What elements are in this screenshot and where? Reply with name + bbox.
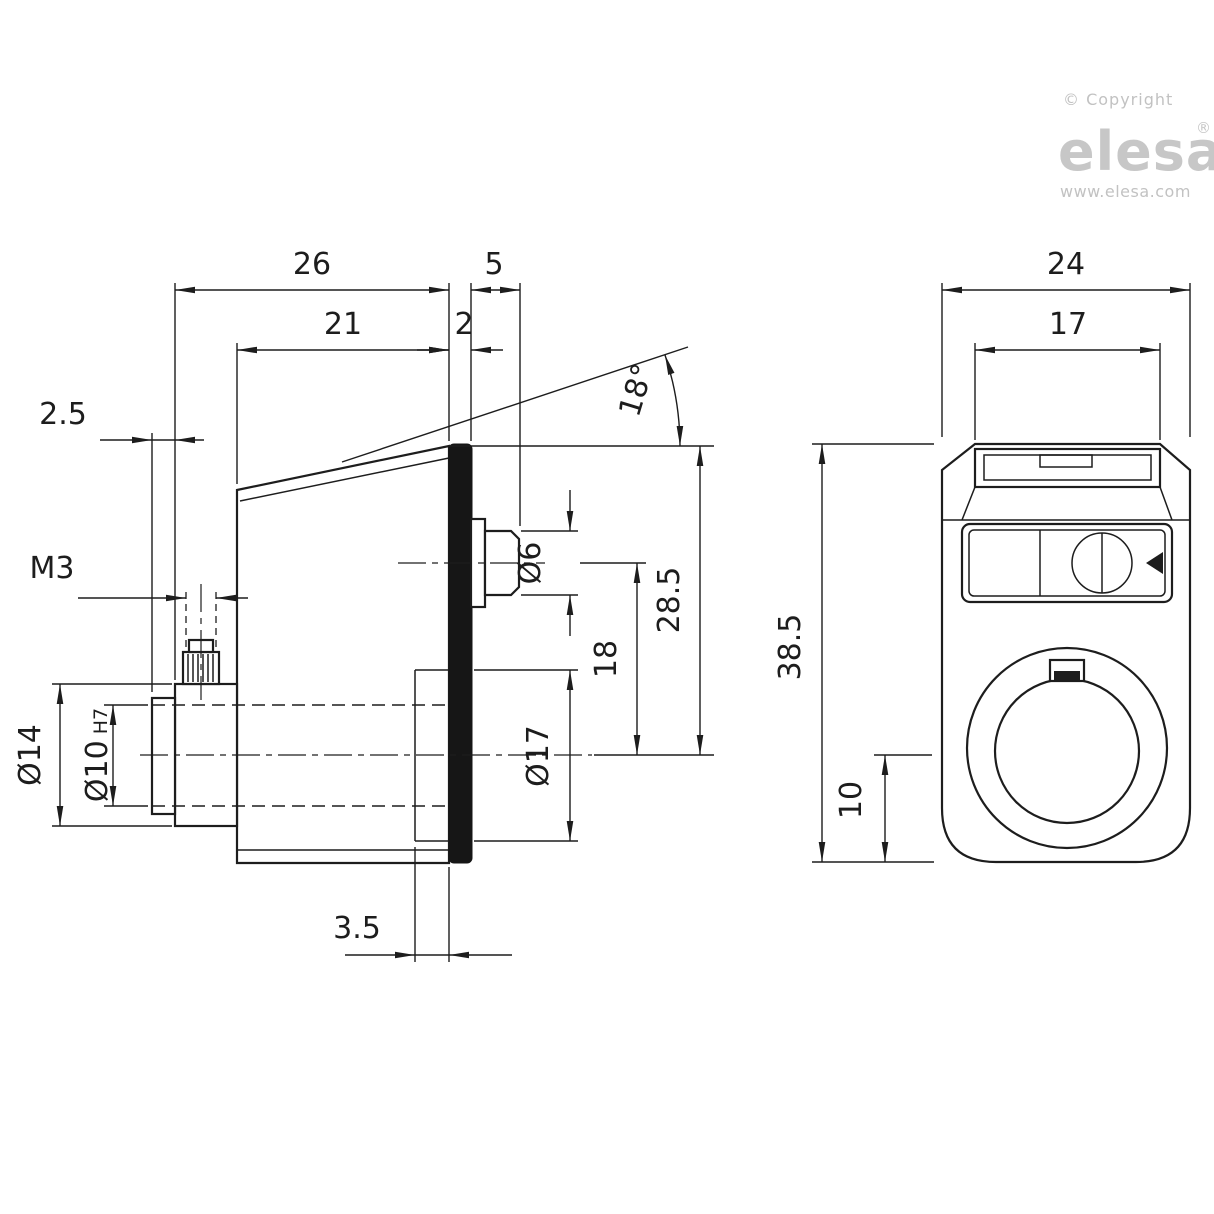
dim-shaft-protrusion: 5 (470, 247, 521, 526)
side-view-dimensions: 26 5 21 2 2.5 (13, 247, 714, 962)
side-recess-17 (414, 669, 449, 842)
copyright-text: © Copyright (1063, 90, 1173, 109)
side-view (140, 443, 592, 865)
side-body-outline (235, 444, 451, 865)
dim-recess-diameter-label: Ø17 (521, 725, 556, 787)
dim-height-over-axis: 28.5 (594, 446, 714, 756)
dim-bore-diameter-label: Ø10 (80, 740, 115, 802)
dim-height-total-label: 38.5 (773, 614, 808, 681)
front-face-edges (942, 486, 1190, 521)
dim-recess-diameter: Ø17 (474, 669, 578, 842)
dim-width-total-label: 24 (1047, 247, 1085, 282)
dim-axis-distance: 18 (580, 562, 646, 755)
side-body-inner-slope (239, 457, 450, 502)
dim-height-over-axis-label: 28.5 (652, 567, 687, 634)
dim-shaft-diameter-label: Ø6 (513, 542, 548, 585)
elesa-logo: elesa (1058, 120, 1214, 183)
svg-text:Ø10H7: Ø10H7 (80, 708, 115, 802)
front-dial-window (960, 522, 1174, 604)
dim-width-total: 24 (941, 247, 1191, 437)
setscrew-hidden-thread (185, 592, 217, 650)
dim-depth-total: 26 (174, 247, 450, 680)
front-view (940, 442, 1192, 864)
dim-window-width-label: 17 (1049, 307, 1087, 342)
dim-window-width: 17 (974, 307, 1161, 440)
front-knob-inner-circle (993, 677, 1141, 825)
dim-axis-height-label: 10 (834, 781, 869, 819)
dim-hub-protrusion: 2.5 (39, 397, 204, 692)
dim-face-angle-label: 18° (612, 360, 661, 421)
side-hidden-bore (152, 704, 449, 807)
collar-knurl-hatch (187, 654, 214, 682)
dim-depth-total-label: 26 (293, 247, 331, 282)
front-view-dimensions: 24 17 38.5 10 (773, 247, 1191, 863)
side-washer (150, 696, 177, 816)
brand-block: © Copyright elesa ® www.elesa.com (1058, 90, 1214, 201)
dim-shaft-protrusion-label: 5 (484, 247, 503, 282)
front-dial-window-inner (968, 529, 1166, 597)
dim-bore-diameter: Ø10H7 (80, 704, 148, 807)
dim-hub-diameter-label: Ø14 (13, 724, 48, 786)
website-text: www.elesa.com (1060, 182, 1191, 201)
dim-axis-height: 10 (834, 754, 932, 862)
dim-hub-diameter: Ø14 (13, 683, 172, 827)
dim-set-screw: M3 (30, 551, 248, 602)
dim-axis-distance-label: 18 (589, 640, 624, 678)
dim-set-screw-label: M3 (30, 551, 75, 586)
dim-hub-protrusion-label: 2.5 (39, 397, 87, 432)
dim-height-total: 38.5 (773, 443, 934, 863)
dim-bore-tolerance-label: H7 (90, 708, 112, 734)
dim-recess-depth-label: 3.5 (333, 911, 381, 946)
dim-body-depth: 21 (236, 307, 449, 484)
registered-mark: ® (1196, 119, 1211, 137)
dim-cover-thickness: 2 (417, 307, 503, 354)
dim-shaft-diameter: Ø6 (513, 490, 578, 636)
dim-face-angle: 18° (341, 346, 714, 463)
front-top-window-tick (1039, 454, 1093, 468)
dim-body-depth-label: 21 (324, 307, 362, 342)
front-pointer-triangle-icon (1146, 552, 1163, 574)
front-knob-tab-mark (1054, 671, 1080, 682)
side-cover-band (448, 443, 473, 864)
dim-recess-depth: 3.5 (333, 847, 512, 962)
dim-cover-thickness-label: 2 (454, 307, 473, 342)
